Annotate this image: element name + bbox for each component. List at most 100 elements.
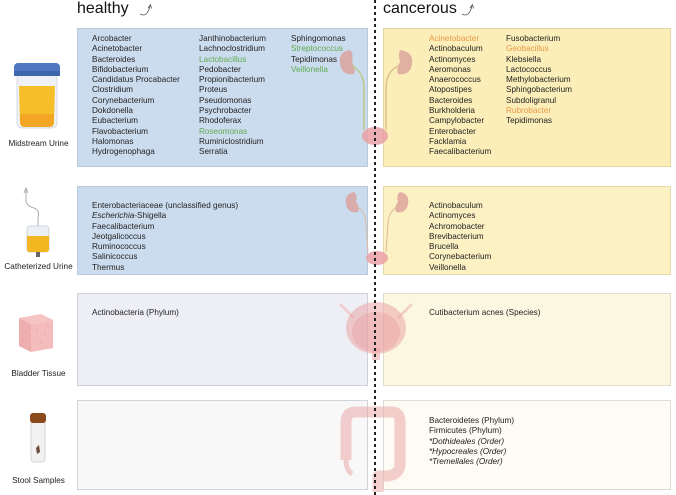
taxon: Dokdonella xyxy=(92,106,133,116)
taxon: Facklamia xyxy=(429,136,467,146)
taxon-fungal: *Tremellales (Order) xyxy=(429,457,503,467)
taxon: Campylobacter xyxy=(429,116,485,126)
taxa-column: Sphingomonas Streptococcus Tepidimonas V… xyxy=(291,34,346,75)
taxon: Janthinobacterium xyxy=(199,34,266,43)
taxon: Actinomyces xyxy=(429,211,476,221)
healthy-box xyxy=(77,400,368,490)
taxon-highlighted: Lactobacillus xyxy=(199,54,247,64)
taxon: Thermus xyxy=(92,262,125,272)
taxa-list: Bacteroidetes (Phylum) Firmicutes (Phylu… xyxy=(429,416,514,467)
taxon: Faecalibacterium xyxy=(429,147,492,157)
taxon: Enterobacter xyxy=(429,126,476,136)
taxon: Arcobacter xyxy=(92,34,132,43)
taxon: Actinobacteria (Phylum) xyxy=(92,308,179,317)
taxon: Achromobacter xyxy=(429,221,485,231)
taxon: Eubacterium xyxy=(92,116,138,126)
taxon: Flavobacterium xyxy=(92,126,148,136)
genus-suffix: -Shigella xyxy=(134,211,167,221)
taxon: Actinomyces xyxy=(429,54,476,64)
cancerous-box: Cutibacterium acnes (Species) xyxy=(383,293,671,386)
healthy-cancerous-divider xyxy=(374,0,376,495)
taxon: Aeromonas xyxy=(429,64,471,74)
taxon: Methylobacterium xyxy=(506,75,571,85)
taxon: Acinetobacter xyxy=(92,44,143,54)
taxon: Salinicoccus xyxy=(92,252,138,262)
catheter-bag-icon xyxy=(23,186,50,257)
sample-label: Bladder Tissue xyxy=(11,369,66,378)
taxon: Candidatus Procabacter xyxy=(92,75,180,85)
taxon-highlighted: Veillonella xyxy=(291,64,328,74)
sample-label: Midstream Urine xyxy=(8,139,69,148)
cancerous-box: Actinobaculum Actinomyces Achromobacter … xyxy=(383,186,671,275)
taxon: Actinobaculum xyxy=(429,44,483,54)
taxon: Brevibacterium xyxy=(429,231,484,241)
taxon: Hydrogenophaga xyxy=(92,147,155,157)
taxon: Fusobacterium xyxy=(506,34,561,43)
curved-arrow-icon xyxy=(461,3,474,16)
taxa-list: Actinobaculum Actinomyces Achromobacter … xyxy=(429,201,491,273)
taxon-highlighted: Streptococcus xyxy=(291,44,343,54)
taxa-list: Actinobacteria (Phylum) xyxy=(92,308,179,318)
taxon: Clostridium xyxy=(92,85,133,95)
urinary-tract-icon xyxy=(339,50,413,145)
taxon: Psychrobacter xyxy=(199,106,252,116)
taxon: Actinobaculum xyxy=(429,201,483,210)
taxon: Firmicutes (Phylum) xyxy=(429,426,502,436)
taxa-column: Acinetobacter Actinobaculum Actinomyces … xyxy=(429,34,491,158)
taxon: Serratia xyxy=(199,147,228,157)
taxon: Lactococcus xyxy=(506,64,552,74)
taxon: Bifidobacterium xyxy=(92,64,149,74)
curved-arrow-icon xyxy=(139,3,152,16)
genus-italic: Escherichia xyxy=(92,211,135,221)
cancerous-box: Acinetobacter Actinobaculum Actinomyces … xyxy=(383,28,671,167)
taxon: Rhodoferax xyxy=(199,116,242,126)
taxon-highlighted: Acinetobacter xyxy=(429,34,480,43)
taxon: Bacteroidetes (Phylum) xyxy=(429,416,515,425)
taxon: Faecalibacterium xyxy=(92,221,155,231)
taxa-list: Enterobacteriaceae (unclassified genus) … xyxy=(92,201,238,273)
colon-icon xyxy=(340,406,406,492)
taxon-highlighted: Geobacillus xyxy=(506,44,549,54)
taxon: Atopostipes xyxy=(429,85,472,95)
sample-label: Catheterized Urine xyxy=(4,262,73,271)
taxon: Corynebacterium xyxy=(92,95,155,105)
taxon: Pedobacter xyxy=(199,64,241,74)
taxon: Sphingomonas xyxy=(291,34,346,43)
healthy-header: healthy xyxy=(77,0,129,17)
taxon: Bacteroides xyxy=(92,54,136,64)
taxon: Corynebacterium xyxy=(429,252,492,262)
taxa-column: Arcobacter Acinetobacter Bacteroides Bif… xyxy=(92,34,180,158)
cancerous-header: cancerous xyxy=(383,0,457,17)
taxon: Burkholderia xyxy=(429,106,475,116)
taxon: Pseudomonas xyxy=(199,95,252,105)
healthy-box: Actinobacteria (Phylum) xyxy=(77,293,368,386)
taxon: Subdoligranul xyxy=(506,95,557,105)
urine-cup-icon xyxy=(14,63,60,129)
urinary-tract-icon xyxy=(345,192,409,265)
taxon: Enterobacteriaceae (unclassified genus) xyxy=(92,201,239,210)
taxon: Ruminiclostridium xyxy=(199,136,264,146)
taxon-fungal: *Dothideales (Order) xyxy=(429,436,505,446)
healthy-box: Arcobacter Acinetobacter Bacteroides Bif… xyxy=(77,28,368,167)
healthy-box: Enterobacteriaceae (unclassified genus) … xyxy=(77,186,368,275)
tissue-cube-icon xyxy=(19,314,53,352)
taxon: Propionibacterium xyxy=(199,75,265,85)
taxon-highlighted: Roseomonas xyxy=(199,126,248,136)
taxa-column: Janthinobacterium Lachnoclostridium Lact… xyxy=(199,34,266,158)
taxon: Lachnoclostridium xyxy=(199,44,265,54)
taxon-fungal: *Hypocreales (Order) xyxy=(429,446,507,456)
bladder-icon xyxy=(338,302,414,360)
taxon: Proteus xyxy=(199,85,228,95)
taxon: Ruminococcus xyxy=(92,242,146,252)
taxon: Klebsiella xyxy=(506,54,542,64)
taxon: Jeotgalicoccus xyxy=(92,231,146,241)
sample-label: Stool Samples xyxy=(12,476,65,485)
taxon: Cutibacterium acnes (Species) xyxy=(429,308,541,317)
taxon: Tepidimonas xyxy=(506,116,552,126)
taxa-list: Cutibacterium acnes (Species) xyxy=(429,308,541,318)
taxon-highlighted: Rubrobacter xyxy=(506,106,552,116)
taxon: Veillonella xyxy=(429,262,466,272)
taxon: Tepidimonas xyxy=(291,54,337,64)
taxon: Anaerococcus xyxy=(429,75,481,85)
taxon: Bacteroides xyxy=(429,95,473,105)
